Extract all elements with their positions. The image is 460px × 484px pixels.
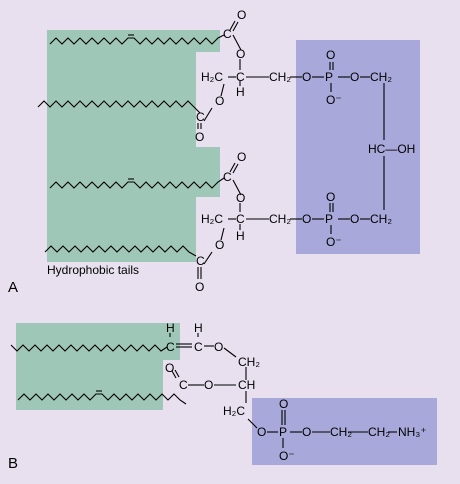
atom-label: CH₂	[269, 70, 291, 84]
atom-label: O⁻	[279, 449, 295, 463]
atom-label: O⁻	[326, 235, 342, 249]
atom-label: P	[279, 425, 287, 439]
atom-label: O	[326, 190, 335, 204]
atom-label: O	[236, 191, 245, 205]
atom-label: C	[196, 254, 205, 268]
atom-label: HC—OH	[368, 142, 415, 156]
atom-label: O	[350, 212, 359, 226]
fatty-acid-chain-b2	[17, 393, 187, 405]
atom-label: P	[325, 212, 333, 226]
atom-label: O⁻	[326, 93, 342, 107]
atom-label: O	[257, 425, 266, 439]
atom-label: C	[236, 212, 245, 226]
panel-b-atoms: H H C C O CH₂ O C O CH H₂C O P O O⁻ O CH…	[165, 321, 427, 463]
atom-label: H	[236, 85, 245, 99]
atom-label: O	[237, 8, 246, 22]
fatty-acid-chain-4	[44, 245, 197, 257]
polar-head-region-a	[296, 40, 420, 254]
atom-label: H₂C	[223, 404, 245, 418]
hydrophobic-tails-region-b	[16, 323, 180, 410]
atom-label: O	[237, 150, 246, 164]
atom-label: H	[194, 321, 203, 335]
atom-label: O	[215, 94, 224, 108]
fatty-acid-chain-b1	[10, 344, 168, 352]
panel-a-atoms: O C O H₂C C H CH₂ O C O O P O O⁻ O CH₂ H…	[195, 8, 415, 294]
atom-label: O	[215, 238, 224, 252]
atom-label: CH₂	[330, 425, 352, 439]
atom-label: O	[302, 212, 311, 226]
atom-label: O	[236, 47, 245, 61]
fatty-acid-chain-3	[49, 177, 225, 189]
atom-label: C	[223, 170, 232, 184]
atom-label: H	[166, 321, 175, 335]
atom-label: O	[326, 48, 335, 62]
hydrophobic-tails-label: Hydrophobic tails	[47, 263, 139, 277]
atom-label: O	[195, 280, 204, 294]
atom-label: C	[179, 378, 188, 392]
atom-label: CH₂	[370, 212, 392, 226]
fatty-acid-chain-2	[37, 100, 201, 114]
atom-label: C	[166, 340, 175, 354]
atom-label: C	[194, 340, 203, 354]
atom-label: NH₃⁺	[398, 425, 427, 439]
atom-label: O	[214, 340, 223, 354]
atom-label: O	[204, 378, 213, 392]
atom-label: C	[236, 70, 245, 84]
atom-label: CH₂	[368, 425, 390, 439]
atom-label: CH₂	[269, 212, 291, 226]
panel-a-bonds	[197, 20, 385, 279]
atom-label: CH₂	[370, 70, 392, 84]
atom-label: O	[302, 70, 311, 84]
panel-b-bonds	[169, 333, 397, 448]
atom-label: H	[236, 229, 245, 243]
polar-head-region-b	[252, 398, 437, 465]
atom-label: H₂C	[201, 212, 223, 226]
atom-label: P	[325, 70, 333, 84]
atom-label: O	[302, 425, 311, 439]
hydrophobic-tails-region-a	[47, 30, 220, 262]
atom-label: CH₂	[238, 355, 260, 369]
atom-label: CH	[238, 378, 255, 392]
atom-label: O	[195, 130, 204, 144]
atom-label: O	[350, 70, 359, 84]
atom-label: O	[165, 361, 174, 375]
atom-label: C	[196, 110, 205, 124]
panel-b-letter: B	[8, 455, 18, 472]
atom-label: C	[223, 27, 232, 41]
atom-label: H₂C	[201, 70, 223, 84]
fatty-acid-chain-1	[49, 34, 225, 45]
panel-a-letter: A	[8, 279, 18, 296]
atom-label: O	[279, 397, 288, 411]
